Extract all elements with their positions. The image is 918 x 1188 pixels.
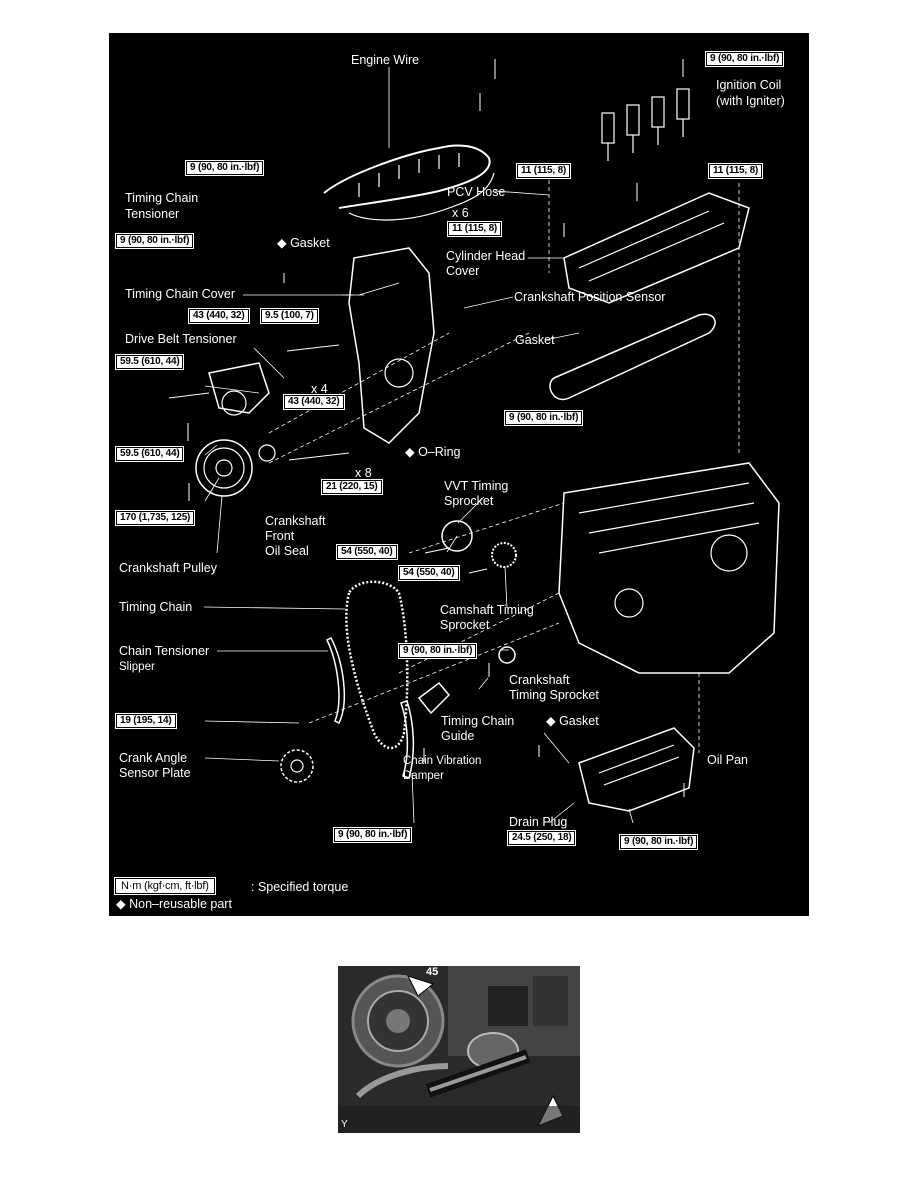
label-gasket-2: Gasket: [515, 333, 555, 347]
torque-cover-b: 9.5 (100, 7): [260, 308, 319, 324]
label-x4: x 4: [311, 382, 328, 396]
torque-engine-wire: 9 (90, 80 in.·lbf): [184, 160, 265, 176]
torque-damper: 9 (90, 80 in.·lbf): [332, 827, 413, 843]
label-chain-tensioner: Chain Tensioner: [119, 644, 210, 658]
label-gasket-3: ◆ Gasket: [546, 714, 599, 728]
label-crankshaft-timing-2: Timing Sprocket: [509, 688, 599, 702]
label-camshaft-sprocket: Sprocket: [440, 618, 490, 632]
engine-block-shape: [558, 462, 780, 674]
torque-pcv: 11 (115, 8): [446, 221, 503, 237]
label-ignition-coil-sub: (with Igniter): [716, 94, 785, 108]
label-timing-chain-cover: Timing Chain Cover: [125, 287, 235, 301]
label-crankshaft-timing: Crankshaft: [509, 673, 570, 687]
legend-unit-box: N·m (kgf·cm, ft·lbf): [114, 877, 216, 895]
torque-drive-belt: 59.5 (610, 44): [114, 354, 185, 370]
timing-chain-shape: [345, 580, 409, 750]
label-cylinder-head-cover: Cylinder Head: [446, 249, 526, 263]
crankshaft-pulley-shape: [195, 439, 253, 497]
engine-wire-shape: [323, 144, 491, 209]
timing-chain-guide-shape: [417, 681, 451, 715]
label-chain-tensioner-2: Slipper: [119, 661, 155, 673]
label-crankshaft-front-3: Oil Seal: [265, 544, 309, 558]
legend-nonreusable: ◆ Non–reusable part: [116, 897, 232, 911]
leader-lines: [203, 67, 634, 824]
torque-cover-a: 43 (440, 32): [188, 308, 250, 324]
chain-vibration-damper-shape: [400, 700, 415, 779]
vvt-sprocket-shape: [441, 520, 473, 552]
cylinder-head-cover-shape: [563, 192, 750, 304]
label-drive-belt-tensioner: Drive Belt Tensioner: [125, 332, 237, 346]
crank-angle-sensor-plate-shape: [280, 749, 314, 783]
torque-drain: 24.5 (250, 18): [506, 830, 577, 846]
label-timing-chain-tensioner-2: Tensioner: [125, 207, 180, 221]
label-drain-plug: Drain Plug: [509, 815, 568, 829]
label-oil-pan: Oil Pan: [707, 753, 748, 767]
label-gasket-1: ◆ Gasket: [277, 236, 330, 250]
label-x8: x 8: [355, 466, 372, 480]
assembly-lines: [268, 173, 740, 753]
timing-chain-cover-shape: [348, 247, 435, 444]
torque-x4: 43 (440, 32): [283, 394, 345, 410]
label-crankshaft-pulley: Crankshaft Pulley: [119, 561, 217, 575]
label-timing-chain-guide: Timing Chain: [441, 714, 515, 728]
photo-corner-mark: Y: [341, 1119, 348, 1130]
torque-slipper: 19 (195, 14): [115, 713, 177, 729]
torque-x8: 21 (220, 15): [321, 479, 383, 495]
drive-belt-tensioner-shape: [208, 362, 270, 414]
crankshaft-photo: 45 Y: [338, 966, 580, 1133]
torque-vvt: 54 (550, 40): [336, 544, 398, 560]
label-chain-vibration-2: Damper: [403, 770, 444, 782]
photo-artwork: [338, 966, 580, 1133]
torque-cam: 54 (550, 40): [398, 565, 460, 581]
label-chain-vibration: Chain Vibration: [403, 755, 482, 767]
legend-unit-text: : Specified torque: [251, 880, 349, 894]
torque-oil-pan: 9 (90, 80 in.·lbf): [618, 834, 699, 850]
torque-sensor: 9 (90, 80 in.·lbf): [503, 410, 584, 426]
label-pcv-hose: PCV Hose: [447, 185, 506, 199]
label-vvt-sprocket: Sprocket: [444, 494, 494, 508]
label-crank-angle-2: Sensor Plate: [119, 766, 191, 780]
front-oil-seal-shape: [258, 444, 276, 462]
torque-pulley: 170 (1,735, 125): [114, 510, 196, 526]
torque-ignition-coil: 9 (90, 80 in.·lbf): [704, 51, 785, 67]
label-crankshaft-front: Crankshaft: [265, 514, 326, 528]
label-crank-angle: Crank Angle: [119, 751, 188, 765]
label-o-ring: ◆ O–Ring: [405, 445, 461, 459]
torque-drive-belt-b: 59.5 (610, 44): [114, 446, 185, 462]
label-cylinder-head-cover-2: Cover: [446, 264, 480, 278]
cam-sprocket-shape: [491, 542, 517, 568]
chain-tensioner-slipper-shape: [326, 636, 345, 725]
label-timing-chain: Timing Chain: [119, 600, 193, 614]
label-camshaft-timing: Camshaft Timing: [440, 603, 534, 617]
torque-guide: 9 (90, 80 in.·lbf): [397, 643, 478, 659]
label-ignition-coil: Ignition Coil: [716, 78, 782, 92]
ignition-coil-shapes: [601, 88, 690, 161]
label-timing-chain-tensioner: Timing Chain: [125, 191, 199, 205]
label-crankshaft-front-2: Front: [265, 529, 295, 543]
torque-tensioner: 9 (90, 80 in.·lbf): [114, 233, 195, 249]
crank-timing-sprocket-shape: [498, 646, 516, 664]
torque-head-cover-right: 11 (115, 8): [707, 163, 764, 179]
label-vvt-timing: VVT Timing: [444, 479, 509, 493]
oil-pan-shape: [578, 727, 695, 812]
photo-number: 45: [426, 966, 439, 978]
label-engine-wire: Engine Wire: [351, 53, 420, 67]
exploded-engine-diagram: Engine Wire Ignition Coil (with Igniter)…: [109, 33, 809, 916]
cover-gasket-shape: [549, 313, 716, 401]
label-timing-chain-guide-2: Guide: [441, 729, 475, 743]
label-crankshaft-position-sensor: Crankshaft Position Sensor: [514, 290, 666, 304]
torque-head-cover-left: 11 (115, 8): [515, 163, 572, 179]
label-x6: x 6: [452, 206, 469, 220]
